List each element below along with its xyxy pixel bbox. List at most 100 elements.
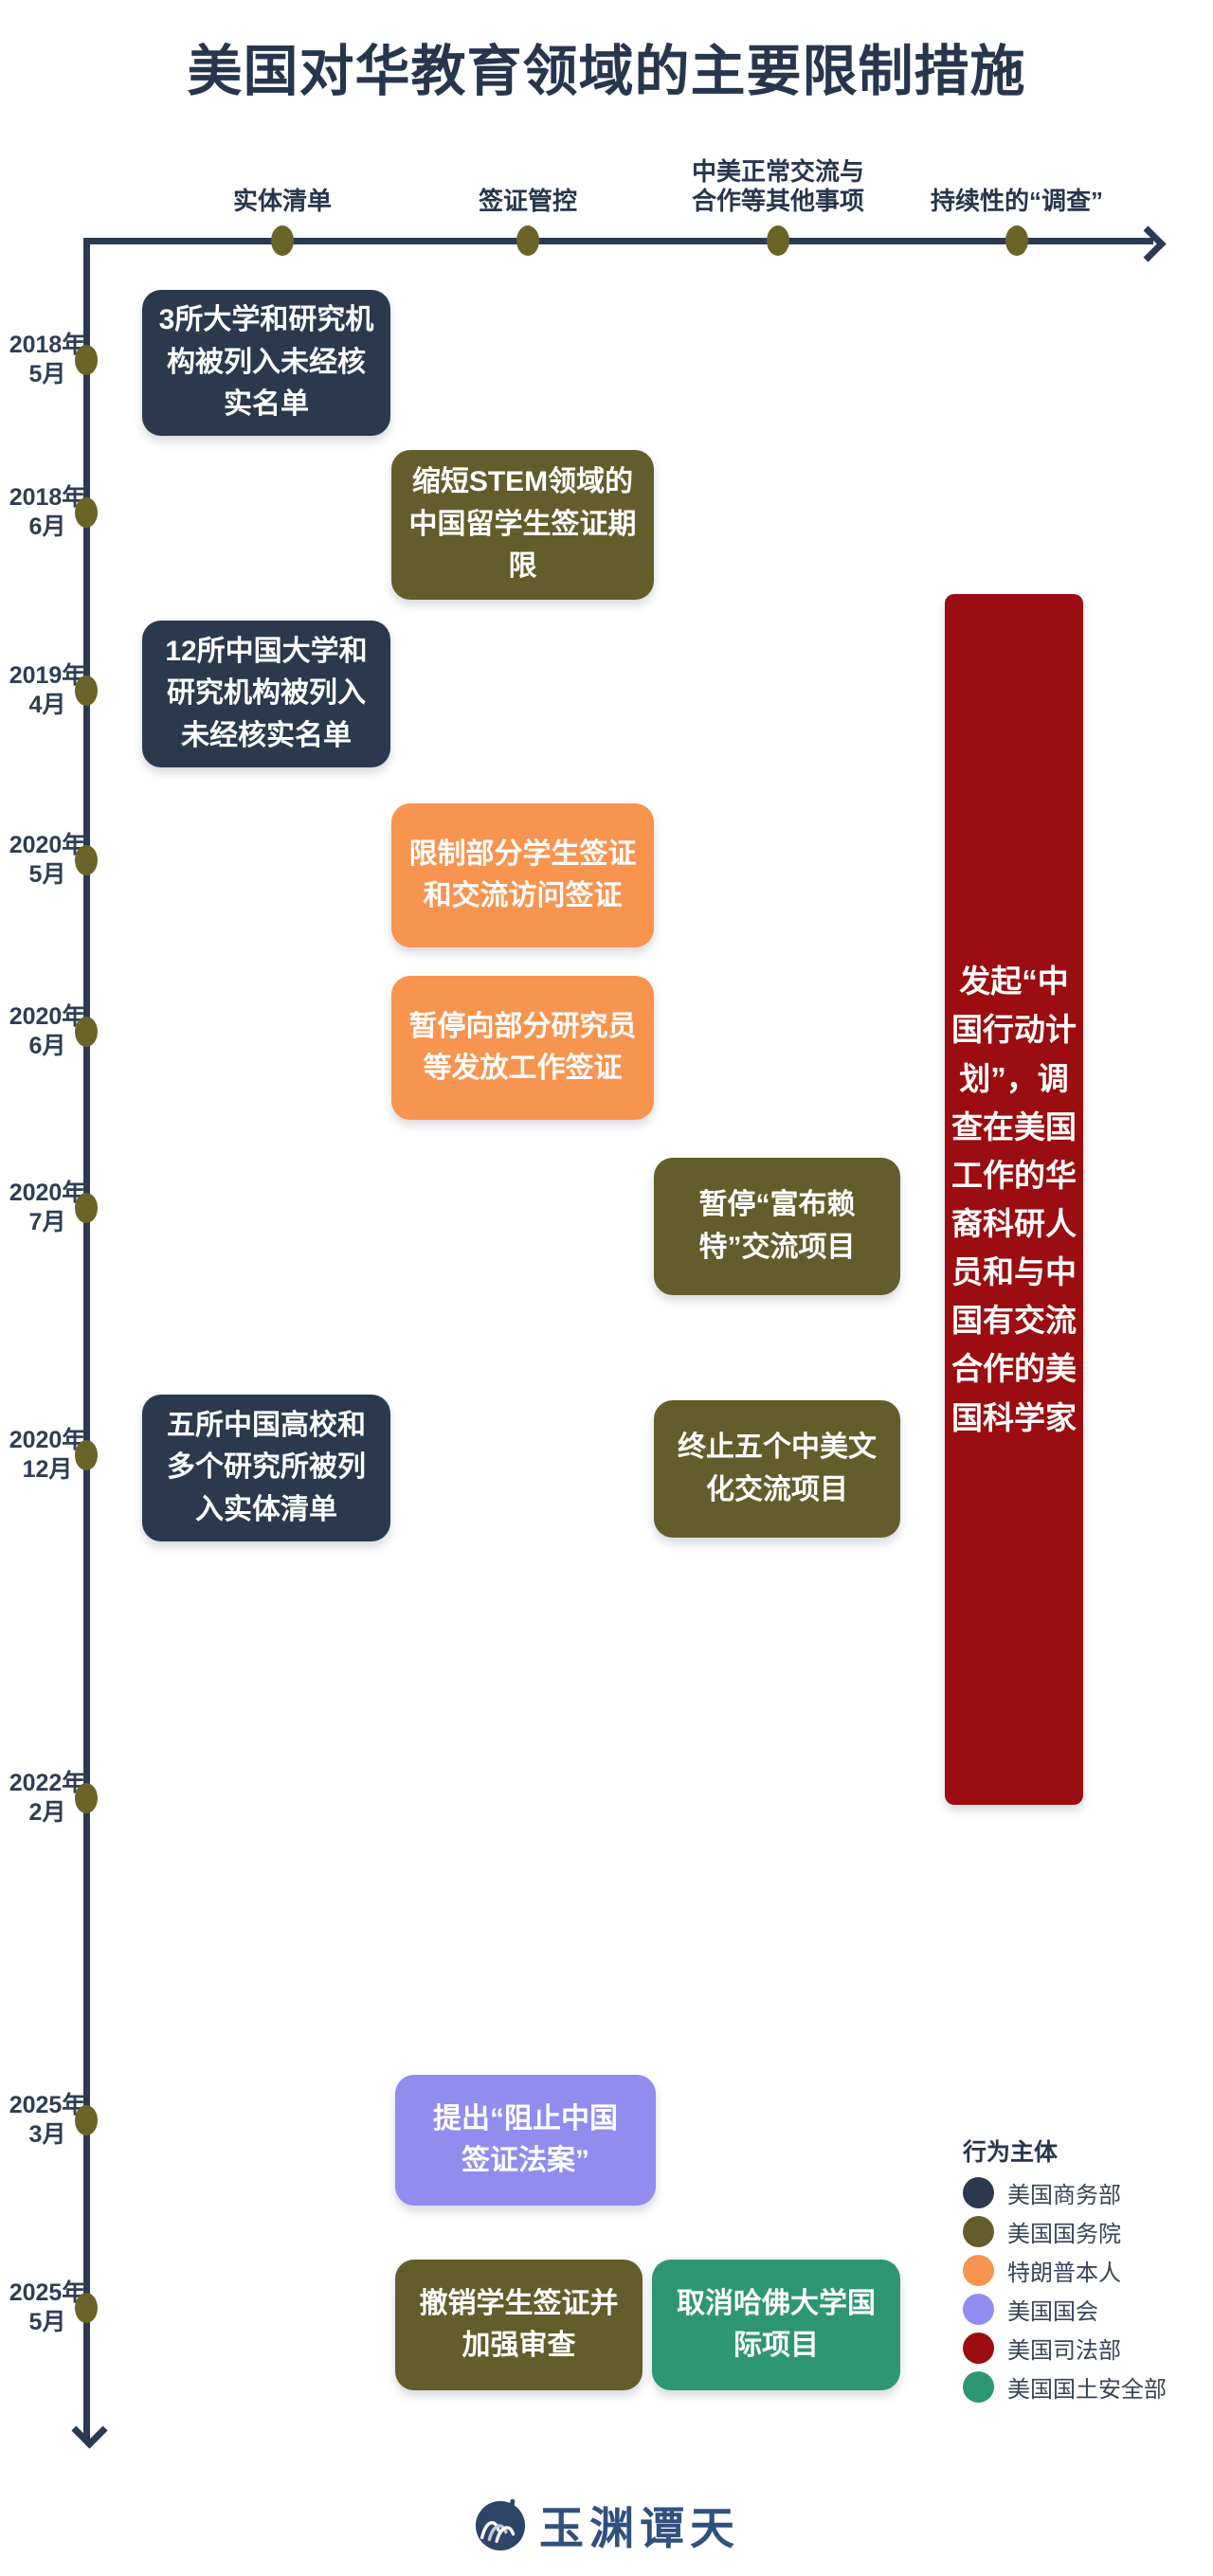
legend-label: 美国司法部 — [1007, 2338, 1121, 2364]
date-year: 2025年 — [9, 2279, 86, 2306]
timeline-dot — [75, 1783, 98, 1813]
footer: 玉渊谭天 — [0, 2492, 1213, 2557]
page-title: 美国对华教育领域的主要限制措施 — [187, 41, 1026, 102]
timeline-date-2020-07: 2020年 7月 — [4, 1179, 91, 1237]
legend-item-state-dept: 美国国务院 — [963, 2216, 1167, 2247]
axis-arrow-right-icon — [1130, 225, 1167, 262]
legend-label: 美国国会 — [1007, 2299, 1098, 2325]
date-year: 2022年 — [9, 1770, 86, 1796]
legend-label: 美国国务院 — [1007, 2222, 1121, 2247]
timeline-dot — [75, 1440, 98, 1470]
legend-item-congress: 美国国会 — [963, 2294, 1167, 2325]
event-box-harvard-2025-05: 取消哈佛大学国际项目 — [652, 2260, 900, 2390]
legend-dot-justice — [963, 2333, 994, 2364]
legend-label: 特朗普本人 — [1007, 2261, 1121, 2286]
legend-dot-congress — [963, 2294, 994, 2325]
legend-label: 美国国土安全部 — [1007, 2377, 1167, 2403]
event-box-entity-list-2020-12: 五所中国高校和多个研究所被列入实体清单 — [142, 1395, 390, 1541]
timeline-date-2020-12: 2020年 12月 — [4, 1426, 91, 1485]
category-axis-line — [84, 238, 1153, 244]
logo-text: 玉渊谭天 — [539, 2505, 740, 2554]
date-year: 2020年 — [9, 1003, 86, 1030]
legend-item-trump: 特朗普本人 — [963, 2255, 1167, 2286]
column-header-entity-list: 实体清单 — [232, 187, 332, 215]
event-box-fulbright-2020-07: 暂停“富布赖特”交流项目 — [654, 1158, 900, 1295]
column-header-exchanges: 中美正常交流与 合作等其他事项 — [664, 157, 892, 216]
event-text: 提出“阻止中国签证法案” — [433, 2102, 618, 2176]
timeline-date-2020-06: 2020年 6月 — [4, 1002, 91, 1061]
axis-dot-entity-list — [271, 225, 294, 256]
timeline-date-2020-05: 2020年 5月 — [4, 831, 91, 890]
timeline-dot — [75, 2105, 98, 2135]
legend: 美国商务部 美国国务院 特朗普本人 美国国会 美国司法部 美国国土安全部 — [963, 2177, 1167, 2403]
timeline-dot — [75, 497, 98, 528]
event-box-student-visa-limit-2020-05: 限制部分学生签证和交流访问签证 — [391, 803, 654, 947]
timeline-dot — [75, 1017, 98, 1047]
legend-item-dhs: 美国国土安全部 — [963, 2371, 1167, 2403]
column-header-visa-control: 签证管控 — [478, 187, 577, 215]
event-box-unverified-list-2018-05: 3所大学和研究机构被列入未经核实名单 — [142, 290, 390, 436]
event-box-work-visa-suspend-2020-06: 暂停向部分研究员等发放工作签证 — [391, 976, 654, 1120]
event-box-revoke-visas-2025-05: 撤销学生签证并加强审查 — [395, 2260, 643, 2390]
event-box-china-initiative: 发起“中国行动计划”，调查在美国工作的华裔科研人员和与中国有交流合作的美国科学家 — [945, 594, 1083, 1805]
timeline-arrow-down-icon — [71, 2412, 108, 2449]
date-month: 6月 — [28, 513, 66, 540]
legend-dot-trump — [963, 2255, 994, 2286]
date-month: 5月 — [28, 361, 66, 387]
event-box-unverified-list-2019-04: 12所中国大学和研究机构被列入未经核实名单 — [142, 621, 390, 767]
legend-item-justice: 美国司法部 — [963, 2333, 1167, 2364]
legend-dot-commerce — [963, 2177, 994, 2208]
date-year: 2020年 — [9, 1427, 86, 1453]
column-header-exchanges-line1: 中美正常交流与 — [691, 157, 864, 186]
legend-label: 美国商务部 — [1007, 2183, 1121, 2208]
event-text: 撤销学生签证并加强审查 — [419, 2287, 619, 2361]
legend-dot-state-dept — [963, 2216, 994, 2247]
legend-title: 行为主体 — [963, 2139, 1059, 2166]
event-text: 五所中国高校和多个研究所被列入实体清单 — [167, 1409, 366, 1525]
date-year: 2018年 — [9, 484, 86, 511]
event-text: 取消哈佛大学国际项目 — [677, 2287, 876, 2361]
axis-dot-investigation — [1005, 225, 1028, 256]
date-month: 2月 — [28, 1799, 66, 1826]
event-text: 3所大学和研究机构被列入未经核实名单 — [158, 304, 374, 421]
date-month: 12月 — [22, 1456, 73, 1483]
timeline-date-2022-02: 2022年 2月 — [4, 1769, 91, 1828]
event-text: 发起“中国行动计划”，调查在美国工作的华裔科研人员和与中国有交流合作的美国科学家 — [951, 964, 1077, 1435]
date-year: 2020年 — [9, 1180, 86, 1206]
timeline-date-2025-03: 2025年 3月 — [4, 2091, 91, 2150]
event-text: 暂停向部分研究员等发放工作签证 — [408, 1010, 637, 1084]
date-month: 5月 — [28, 861, 66, 888]
date-month: 3月 — [28, 2121, 66, 2148]
event-text: 限制部分学生签证和交流访问签证 — [408, 838, 637, 911]
timeline-dot — [75, 676, 98, 706]
date-year: 2018年 — [9, 332, 86, 358]
timeline-axis-line — [83, 238, 90, 2440]
timeline-date-2018-05: 2018年 5月 — [4, 331, 91, 389]
timeline-dot — [75, 1193, 98, 1223]
event-text: 暂停“富布赖特”交流项目 — [698, 1189, 856, 1263]
date-year: 2020年 — [9, 832, 86, 858]
event-box-culture-programs-2020-12: 终止五个中美文化交流项目 — [654, 1400, 900, 1538]
date-month: 5月 — [28, 2309, 66, 2335]
date-month: 6月 — [28, 1033, 66, 1059]
event-box-stem-visa-2018-06: 缩短STEM领域的中国留学生签证期限 — [391, 450, 654, 600]
date-month: 7月 — [28, 1209, 66, 1235]
date-month: 4月 — [28, 692, 66, 718]
axis-dot-exchanges — [767, 225, 789, 256]
date-year: 2025年 — [9, 2092, 86, 2118]
timeline-date-2025-05: 2025年 5月 — [4, 2279, 91, 2337]
timeline-dot — [75, 2293, 98, 2323]
timeline-dot — [75, 345, 98, 375]
column-header-exchanges-line2: 合作等其他事项 — [691, 187, 864, 215]
timeline-dot — [75, 845, 98, 875]
event-text: 缩短STEM领域的中国留学生签证期限 — [408, 466, 637, 583]
event-text: 12所中国大学和研究机构被列入未经核实名单 — [165, 635, 368, 751]
column-header-investigation: 持续性的“调查” — [930, 187, 1103, 215]
axis-dot-visa-control — [516, 225, 539, 256]
legend-item-commerce: 美国商务部 — [963, 2177, 1167, 2208]
legend-dot-dhs — [963, 2371, 994, 2403]
event-text: 终止五个中美文化交流项目 — [678, 1432, 877, 1505]
